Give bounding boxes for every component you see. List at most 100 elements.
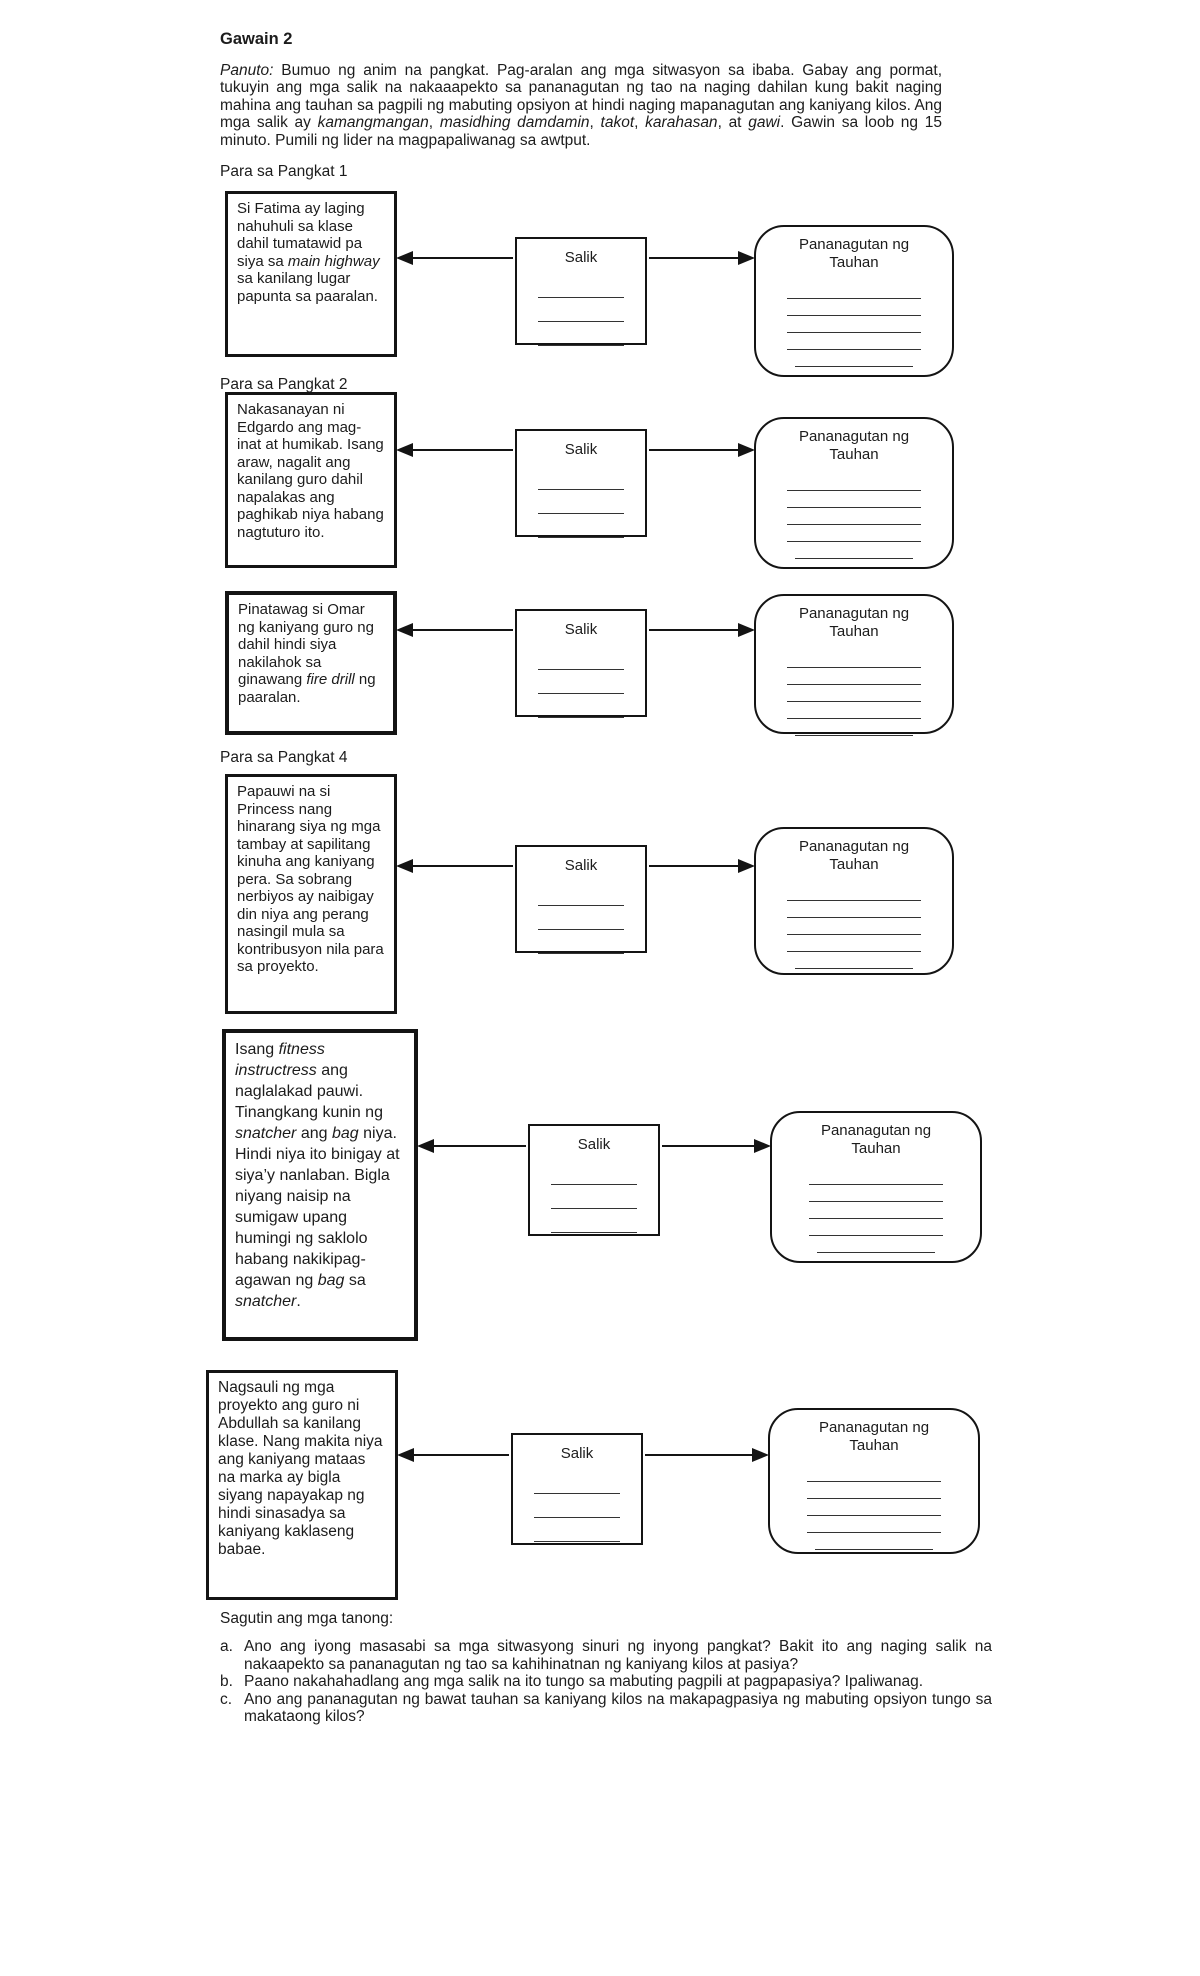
blank-line (809, 1202, 943, 1219)
right-arrow (647, 623, 755, 637)
pananagutan-label: Pananagutan ng Tauhan (798, 428, 910, 463)
scenario-box-1: Si Fatima ay laging nahuhuli sa klase da… (225, 191, 397, 357)
question-text: Ano ang iyong masasabi sa mga sitwasyong… (244, 1638, 992, 1673)
left-arrow (397, 1448, 511, 1462)
group-label-pangkat-2: Para sa Pangkat 2 (220, 376, 348, 393)
salik-box-5: Salik (528, 1124, 660, 1236)
question-item-a: a. Ano ang iyong masasabi sa mga sitwasy… (220, 1638, 992, 1673)
blank-line (787, 508, 921, 525)
right-arrow (660, 1139, 771, 1153)
questions-heading: Sagutin ang mga tanong: (220, 1610, 394, 1627)
questions-list: a. Ano ang iyong masasabi sa mga sitwasy… (220, 1638, 992, 1726)
question-item-b: b. Paano nakahahadlang ang mga salik na … (220, 1673, 992, 1691)
salik-box-2: Salik (515, 429, 647, 538)
question-marker: a. (220, 1638, 233, 1655)
question-text: Paano nakahahadlang ang mga salik na ito… (244, 1673, 924, 1691)
blank-line (538, 298, 624, 322)
blank-line (787, 918, 921, 935)
arrowhead-left-icon (397, 1448, 414, 1462)
pananagutan-box-3: Pananagutan ng Tauhan (754, 594, 954, 736)
blank-line (809, 1168, 943, 1185)
blank-line (538, 694, 624, 718)
blank-line (787, 474, 921, 491)
salik-label: Salik (564, 857, 598, 874)
blank-line (807, 1482, 941, 1499)
blank-line (807, 1516, 941, 1533)
left-arrow (396, 251, 515, 265)
blank-line (787, 491, 921, 508)
scenario-box-3: Pinatawag si Omar ng kaniyang guro ng da… (225, 591, 397, 735)
salik-label: Salik (564, 621, 598, 638)
arrowhead-right-icon (738, 859, 755, 873)
pananagutan-box-6: Pananagutan ng Tauhan (768, 1408, 980, 1554)
blank-line (809, 1185, 943, 1202)
right-arrow (647, 859, 755, 873)
blank-line (795, 350, 913, 367)
arrowhead-right-icon (738, 623, 755, 637)
blank-line (809, 1219, 943, 1236)
scenario-box-4: Papauwi na si Princess nang hinarang siy… (225, 774, 397, 1014)
question-marker: c. (220, 1690, 233, 1708)
blank-line (538, 514, 624, 538)
blank-line (787, 935, 921, 952)
pananagutan-box-2: Pananagutan ng Tauhan (754, 417, 954, 569)
blank-line (534, 1494, 620, 1518)
blank-line (795, 952, 913, 969)
blank-line (787, 884, 921, 901)
arrowhead-left-icon (396, 859, 413, 873)
blank-line (538, 466, 624, 490)
scenario-box-5: Isang fitness instructress ang naglalaka… (222, 1029, 418, 1341)
blank-line (787, 316, 921, 333)
blank-line (538, 274, 624, 298)
pananagutan-box-5: Pananagutan ng Tauhan (770, 1111, 982, 1263)
blank-line (538, 906, 624, 930)
blank-line (787, 333, 921, 350)
group-label-pangkat-4: Para sa Pangkat 4 (220, 749, 348, 766)
left-arrow (396, 623, 515, 637)
arrowhead-left-icon (396, 623, 413, 637)
blank-line (538, 670, 624, 694)
arrowhead-right-icon (738, 251, 755, 265)
arrowhead-right-icon (754, 1139, 771, 1153)
blank-line (787, 299, 921, 316)
left-arrow (417, 1139, 528, 1153)
salik-box-4: Salik (515, 845, 647, 954)
blank-line (538, 882, 624, 906)
question-marker: b. (220, 1673, 233, 1691)
salik-label: Salik (564, 249, 598, 266)
pananagutan-label: Pananagutan ng Tauhan (818, 1419, 930, 1454)
pananagutan-label: Pananagutan ng Tauhan (820, 1122, 932, 1157)
right-arrow (647, 251, 755, 265)
left-arrow (396, 859, 515, 873)
blank-line (815, 1533, 933, 1550)
arrowhead-right-icon (752, 1448, 769, 1462)
question-text: Ano ang pananagutan ng bawat tauhan sa k… (244, 1690, 992, 1726)
blank-line (807, 1465, 941, 1482)
blank-line (795, 542, 913, 559)
scenario-box-6: Nagsauli ng mga proyekto ang guro ni Abd… (206, 1370, 398, 1600)
blank-line (795, 719, 913, 736)
arrowhead-left-icon (396, 443, 413, 457)
arrowhead-right-icon (738, 443, 755, 457)
instructions-paragraph: Panuto: Bumuo ng anim na pangkat. Pag-ar… (220, 62, 942, 149)
blank-line (817, 1236, 935, 1253)
arrowhead-left-icon (396, 251, 413, 265)
blank-line (538, 930, 624, 954)
pananagutan-label: Pananagutan ng Tauhan (798, 605, 910, 640)
question-item-c: c. Ano ang pananagutan ng bawat tauhan s… (220, 1691, 992, 1726)
group-label-pangkat-1: Para sa Pangkat 1 (220, 163, 348, 180)
salik-box-6: Salik (511, 1433, 643, 1545)
pananagutan-label: Pananagutan ng Tauhan (798, 838, 910, 873)
right-arrow (643, 1448, 769, 1462)
scenario-box-2: Nakasanayan ni Edgardo ang mag-inat at h… (225, 392, 397, 568)
blank-line (787, 668, 921, 685)
blank-line (538, 646, 624, 670)
blank-line (551, 1185, 637, 1209)
right-arrow (647, 443, 755, 457)
arrowhead-left-icon (417, 1139, 434, 1153)
blank-line (807, 1499, 941, 1516)
left-arrow (396, 443, 515, 457)
blank-line (551, 1161, 637, 1185)
salik-box-3: Salik (515, 609, 647, 718)
